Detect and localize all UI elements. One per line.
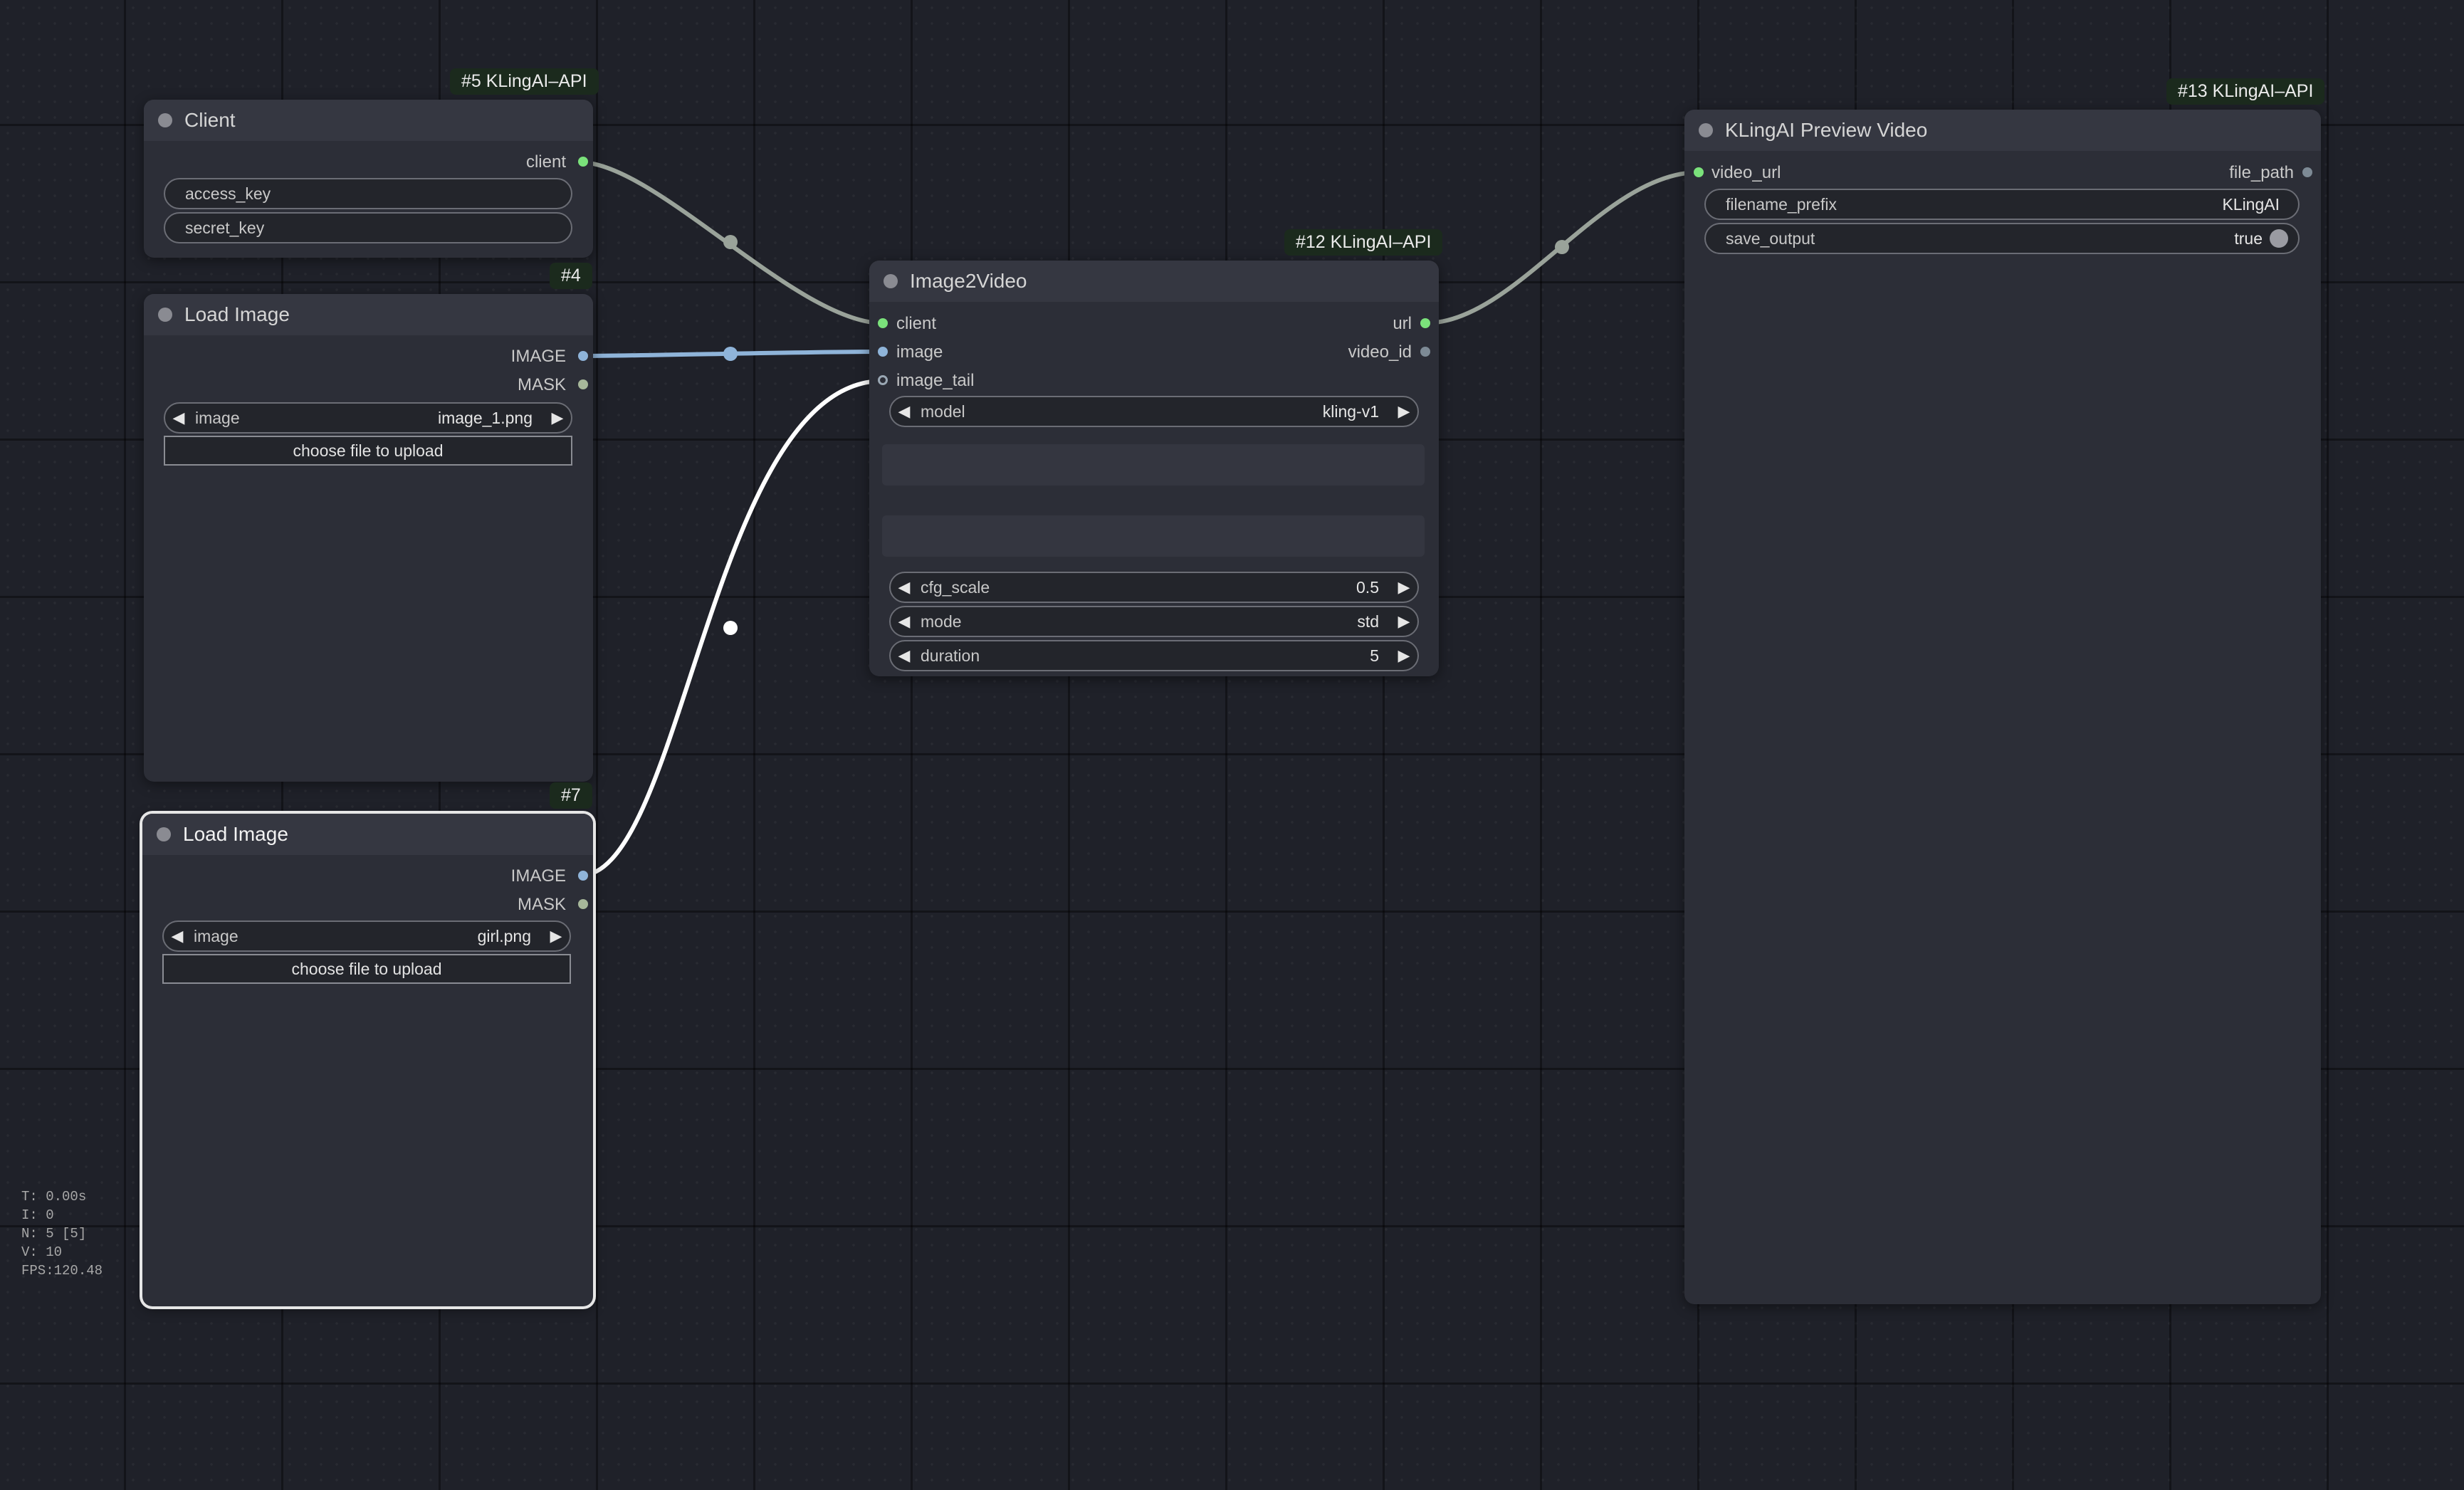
node-badge-load-image-7: #7: [550, 782, 592, 809]
output-slot-client[interactable]: [578, 157, 588, 167]
node-badge-load-image-4: #4: [550, 263, 592, 289]
output-slot-url[interactable]: [1420, 318, 1430, 328]
model-combo[interactable]: ◀ model kling-v1 ▶: [889, 396, 1419, 427]
mode-combo[interactable]: ◀ mode std ▶: [889, 606, 1419, 637]
output-slot-video-id[interactable]: [1420, 347, 1430, 357]
output-slot-image[interactable]: [578, 871, 588, 881]
duration-combo[interactable]: ◀ duration 5 ▶: [889, 640, 1419, 671]
node-badge-preview: #13 KLingAI–API: [2166, 78, 2325, 105]
input-label-image: image: [896, 342, 943, 362]
output-slot-image[interactable]: [578, 351, 588, 361]
collapse-dot-icon[interactable]: [158, 308, 172, 322]
input-label-client: client: [896, 314, 937, 333]
cfg-scale-number[interactable]: ◀ cfg_scale 0.5 ▶: [889, 572, 1419, 603]
image-combo[interactable]: ◀ image girl.png ▶: [162, 920, 571, 952]
combo-left-arrow-icon[interactable]: ◀: [898, 646, 911, 664]
filename-prefix-field[interactable]: filename_prefix KLingAI: [1704, 189, 2300, 220]
node-title-client[interactable]: Client: [144, 100, 593, 141]
output-label-image: IMAGE: [510, 347, 566, 366]
link-client-to-image2video[interactable]: [580, 160, 884, 325]
negative-prompt-textarea[interactable]: [882, 515, 1425, 557]
client-node[interactable]: Client client access_key secret_key: [144, 100, 593, 258]
node-title-text: KLingAI Preview Video: [1725, 119, 1928, 141]
node-title-text: Client: [184, 109, 236, 131]
number-decrement-icon[interactable]: ◀: [898, 578, 911, 596]
combo-right-arrow-icon[interactable]: ▶: [1398, 646, 1410, 664]
secret-key-field[interactable]: secret_key: [164, 212, 572, 243]
stats-nodes: N: 5 [5]: [21, 1226, 87, 1242]
combo-left-arrow-icon[interactable]: ◀: [171, 927, 184, 945]
input-label-video-url: video_url: [1711, 163, 1781, 182]
choose-file-button[interactable]: choose file to upload: [164, 436, 572, 466]
output-label-file-path: file_path: [2229, 163, 2294, 182]
node-title-load-image-7[interactable]: Load Image: [142, 814, 593, 855]
output-label-image: IMAGE: [510, 866, 566, 886]
preview-video-node[interactable]: KLingAI Preview Video video_url file_pat…: [1684, 110, 2321, 1304]
prompt-textarea[interactable]: [882, 444, 1425, 486]
save-output-toggle[interactable]: save_output true: [1704, 223, 2300, 254]
input-slot-client[interactable]: [878, 318, 888, 328]
output-label-mask: MASK: [517, 895, 566, 914]
stats-i: I: 0: [21, 1207, 54, 1223]
output-label-video-id: video_id: [1348, 342, 1412, 362]
collapse-dot-icon[interactable]: [884, 274, 898, 288]
combo-right-arrow-icon[interactable]: ▶: [1398, 612, 1410, 630]
input-slot-image[interactable]: [878, 347, 888, 357]
image2video-node[interactable]: Image2Video client image image_tail url …: [869, 261, 1439, 676]
node-badge-client: #5 KLingAI–API: [450, 68, 599, 95]
access-key-field[interactable]: access_key: [164, 178, 572, 209]
output-slot-file-path[interactable]: [2302, 167, 2312, 177]
toggle-knob-icon[interactable]: [2270, 229, 2288, 248]
combo-left-arrow-icon[interactable]: ◀: [172, 409, 185, 426]
link-midpoint-url[interactable]: [1555, 240, 1569, 254]
stats-fps: FPS:120.48: [21, 1263, 103, 1279]
node-badge-image2video: #12 KLingAI–API: [1284, 229, 1443, 256]
combo-left-arrow-icon[interactable]: ◀: [898, 402, 911, 420]
link-midpoint-image[interactable]: [723, 347, 738, 361]
node-title-load-image-4[interactable]: Load Image: [144, 294, 593, 335]
node-title-text: Image2Video: [910, 270, 1027, 292]
input-slot-video-url[interactable]: [1694, 167, 1704, 177]
load-image-node-4[interactable]: Load Image IMAGE MASK ◀ image image_1.pn…: [144, 294, 593, 782]
load-image-node-7[interactable]: Load Image IMAGE MASK ◀ image girl.png ▶…: [142, 814, 593, 1306]
collapse-dot-icon[interactable]: [158, 113, 172, 127]
node-title-image2video[interactable]: Image2Video: [869, 261, 1439, 302]
output-label-url: url: [1393, 314, 1412, 333]
link-image-to-image2video[interactable]: [580, 350, 884, 358]
image-combo[interactable]: ◀ image image_1.png ▶: [164, 402, 572, 434]
output-label-mask: MASK: [517, 375, 566, 394]
combo-right-arrow-icon[interactable]: ▶: [1398, 402, 1410, 420]
node-title-preview[interactable]: KLingAI Preview Video: [1684, 110, 2321, 151]
render-stats: T: 0.00s I: 0 N: 5 [5] V: 10 FPS:120.48: [21, 1187, 103, 1280]
combo-left-arrow-icon[interactable]: ◀: [898, 612, 911, 630]
collapse-dot-icon[interactable]: [157, 827, 171, 841]
link-url-to-preview[interactable]: [1425, 170, 1699, 325]
node-title-text: Load Image: [183, 823, 288, 845]
link-midpoint-image-tail[interactable]: [723, 621, 738, 635]
combo-right-arrow-icon[interactable]: ▶: [551, 409, 564, 426]
link-midpoint-client[interactable]: [723, 235, 738, 249]
node-title-text: Load Image: [184, 303, 290, 325]
number-increment-icon[interactable]: ▶: [1398, 578, 1410, 596]
choose-file-button[interactable]: choose file to upload: [162, 954, 571, 984]
stats-time: T: 0.00s: [21, 1189, 87, 1205]
stats-v: V: 10: [21, 1244, 63, 1260]
input-label-image-tail: image_tail: [896, 371, 975, 390]
output-slot-mask[interactable]: [578, 899, 588, 909]
link-image-tail-to-image2video[interactable]: [580, 379, 884, 878]
input-slot-image-tail[interactable]: [878, 375, 888, 385]
output-label-client: client: [525, 152, 566, 172]
output-slot-mask[interactable]: [578, 379, 588, 389]
collapse-dot-icon[interactable]: [1699, 123, 1713, 137]
combo-right-arrow-icon[interactable]: ▶: [550, 927, 562, 945]
